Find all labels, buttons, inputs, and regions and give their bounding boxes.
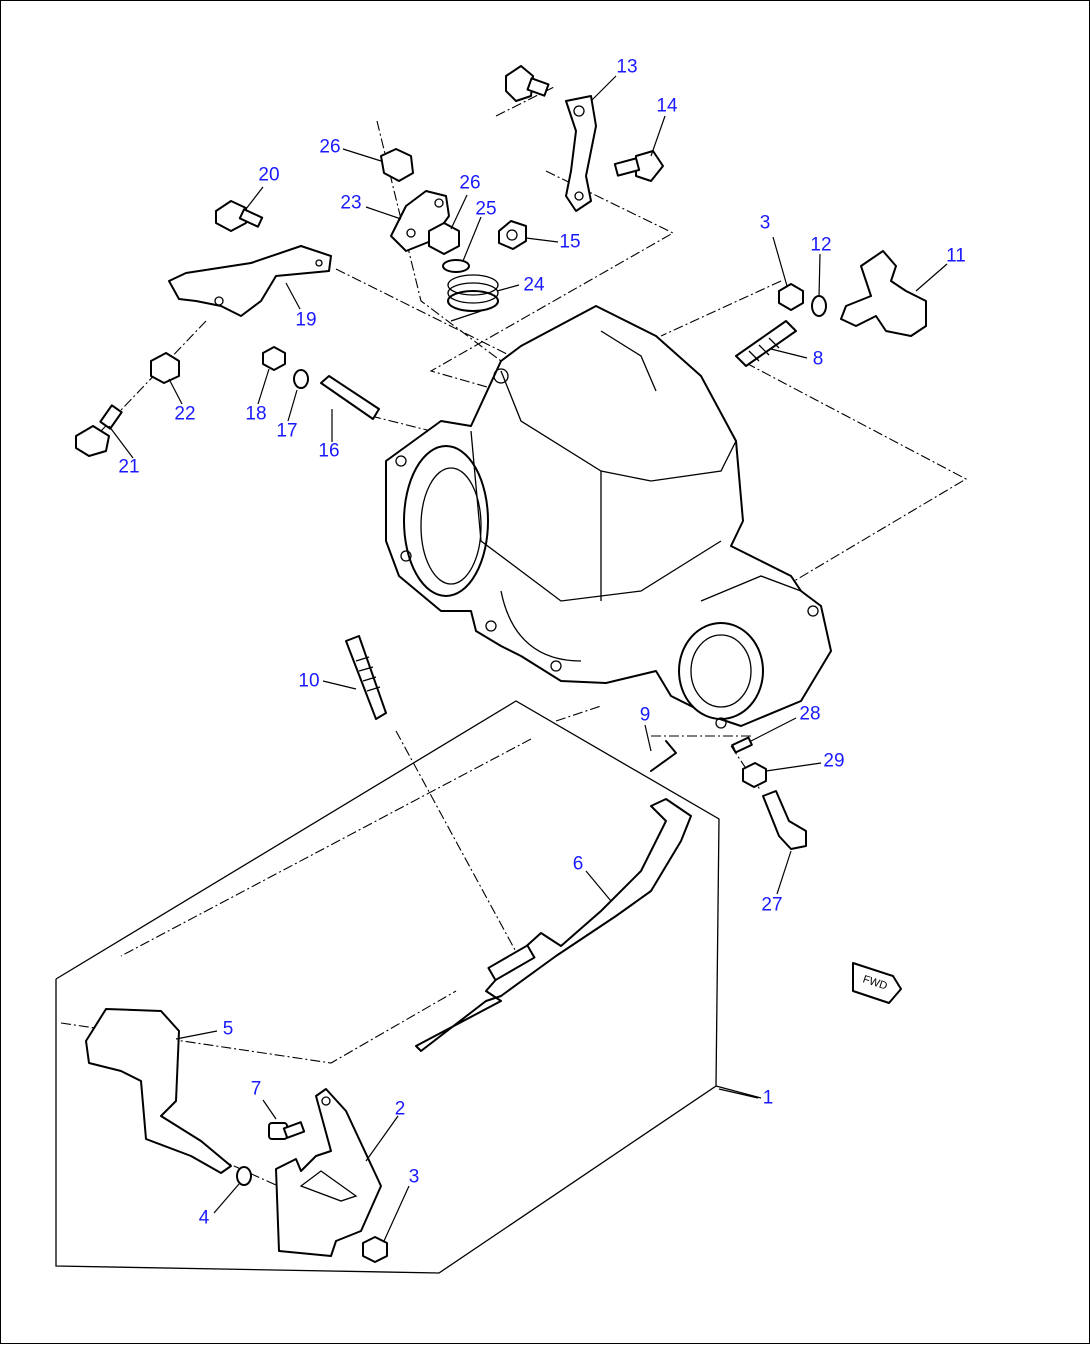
callout-23: 23 [340,193,361,214]
callout-3-lower: 3 [409,1167,420,1188]
callout-29: 29 [823,751,844,772]
part-27-bolt [762,790,807,850]
callout-22: 22 [174,404,195,425]
callout-2: 2 [395,1099,406,1120]
part-24-spring [447,274,499,322]
callout-25: 25 [475,199,496,220]
part-3-nut-lower [362,1236,388,1263]
part-25-washer [442,259,470,273]
part-8-spring [735,320,797,367]
part-2-plate [275,1088,382,1257]
callout-26-upper: 26 [319,137,340,158]
callout-24: 24 [523,275,545,296]
part-9-clip [650,740,677,772]
fwd-arrow-icon: FWD [852,962,902,1004]
callout-19: 19 [295,310,316,331]
part-3-nut-upper [778,283,804,311]
callout-18: 18 [245,404,266,425]
callout-7: 7 [251,1079,262,1100]
lever-assembly-outline [55,700,762,1274]
part-26-nut-upper [380,148,414,182]
part-22-nut [150,352,180,384]
callout-5: 5 [223,1019,234,1040]
callout-6: 6 [573,854,584,875]
part-13-link [565,95,597,212]
part-15-nut [498,220,527,250]
callout-28: 28 [799,704,820,725]
part-14-bolt [613,150,664,182]
part-29-nut [742,762,767,788]
callout-20: 20 [258,165,279,186]
callout-11: 11 [946,246,966,267]
part-6-lever [415,798,692,1052]
leader-lines [108,75,948,1242]
part-18-nut [262,346,286,371]
part-12-washer [811,295,827,317]
part-28-pin [731,736,753,754]
callout-21: 21 [118,457,139,478]
callout-17: 17 [276,421,297,442]
callout-27: 27 [761,895,782,916]
callout-9: 9 [640,705,651,726]
part-19-bracket [168,245,332,317]
part-callouts: 1 2 3 3 4 5 6 7 8 9 10 11 12 13 14 15 16… [118,57,965,1229]
callout-12: 12 [810,235,831,256]
part-11-lever [840,250,927,337]
callout-1: 1 [763,1088,774,1109]
callout-10: 10 [298,671,319,692]
part-20-bolt [215,200,264,232]
callout-4: 4 [199,1208,210,1229]
callout-8: 8 [813,349,824,370]
part-16-pin [320,375,380,420]
part-7-bolt [268,1121,306,1140]
callout-13: 13 [616,57,637,78]
part-5-bracket [85,1008,232,1174]
callout-14: 14 [656,96,678,117]
transmission-case [385,305,832,729]
callout-3-upper: 3 [760,213,771,234]
part-10-spring [345,635,387,720]
callout-15: 15 [559,232,580,253]
part-13-bolt [505,65,550,102]
part-26-nut-lower [428,222,460,255]
part-4-washer [236,1166,252,1186]
part-17-ring [293,369,309,389]
callout-26-lower: 26 [459,173,480,194]
part-21-bolt [75,404,123,457]
callout-16: 16 [318,441,339,462]
